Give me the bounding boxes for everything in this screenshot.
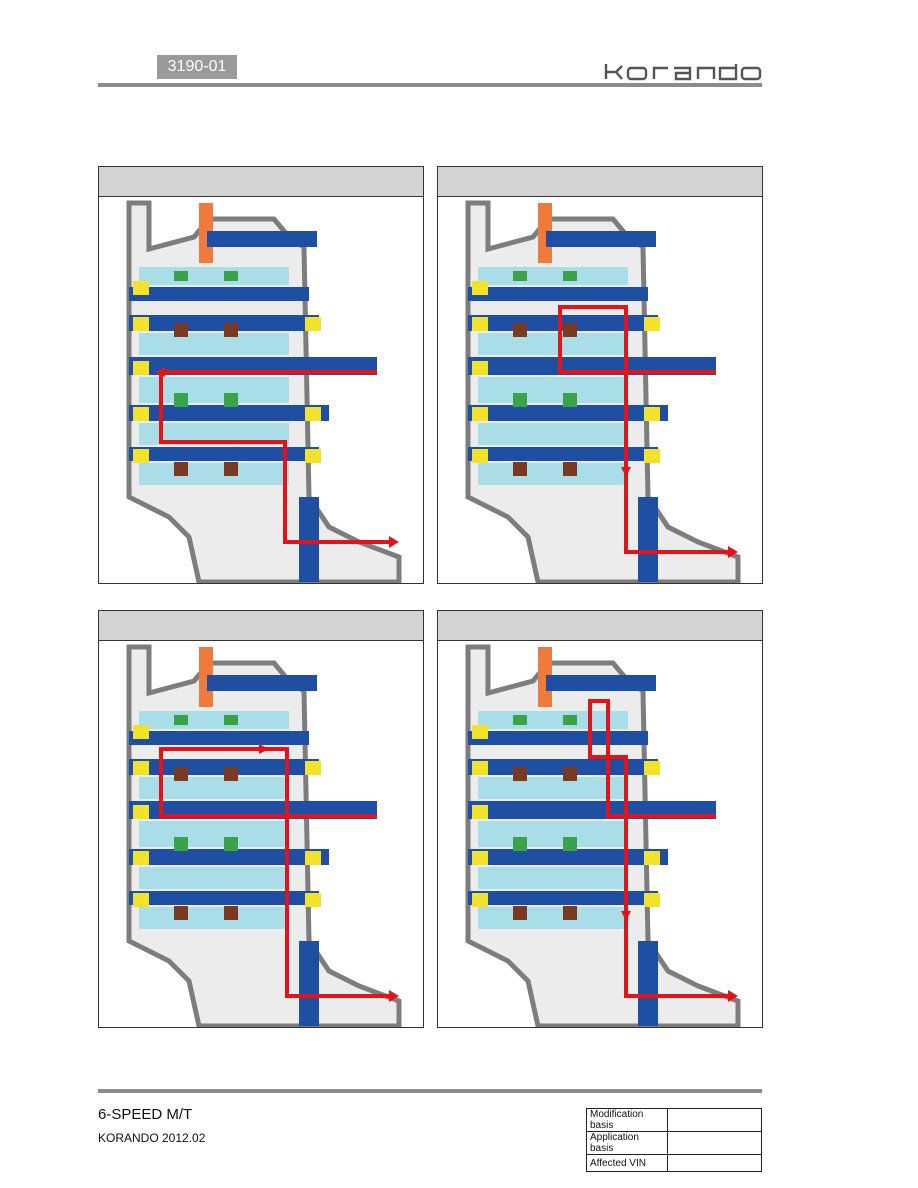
row-value xyxy=(667,1154,762,1172)
header-divider xyxy=(98,83,762,87)
table-row: Modification basis xyxy=(586,1108,762,1132)
gearbox-diagram xyxy=(465,200,741,583)
transmission-cross-section xyxy=(126,644,402,1027)
panel-title xyxy=(99,611,423,641)
row-value xyxy=(667,1108,762,1132)
gearbox-diagram xyxy=(126,644,402,1027)
gearbox-diagram xyxy=(465,644,741,1027)
power-flow-arrow xyxy=(159,370,389,544)
footer-divider xyxy=(98,1089,762,1093)
panel-title xyxy=(438,167,762,197)
korando-logo xyxy=(604,64,762,81)
section-code-badge: 3190-01 xyxy=(157,55,237,79)
power-flow-arrow xyxy=(159,747,389,998)
power-flow-arrow xyxy=(588,699,728,998)
row-value xyxy=(667,1131,762,1155)
vehicle-model-date: KORANDO 2012.02 xyxy=(98,1131,206,1145)
panel-title xyxy=(99,167,423,197)
power-flow-panel-4 xyxy=(437,610,763,1028)
transmission-cross-section xyxy=(465,200,741,583)
row-label: Affected VIN xyxy=(586,1154,668,1172)
table-row: Application basis xyxy=(586,1131,762,1155)
panel-title xyxy=(438,611,762,641)
modification-info-table: Modification basis Application basis Aff… xyxy=(586,1108,762,1172)
gearbox-diagram xyxy=(126,200,402,583)
manual-section-title: 6-SPEED M/T xyxy=(98,1106,193,1123)
power-flow-arrow xyxy=(558,305,728,554)
power-flow-panel-2 xyxy=(437,166,763,584)
transmission-cross-section xyxy=(126,200,402,583)
table-row: Affected VIN xyxy=(586,1154,762,1172)
power-flow-panel-3 xyxy=(98,610,424,1028)
row-label: Modification basis xyxy=(586,1108,668,1132)
power-flow-panel-1 xyxy=(98,166,424,584)
transmission-cross-section xyxy=(465,644,741,1027)
row-label: Application basis xyxy=(586,1131,668,1155)
